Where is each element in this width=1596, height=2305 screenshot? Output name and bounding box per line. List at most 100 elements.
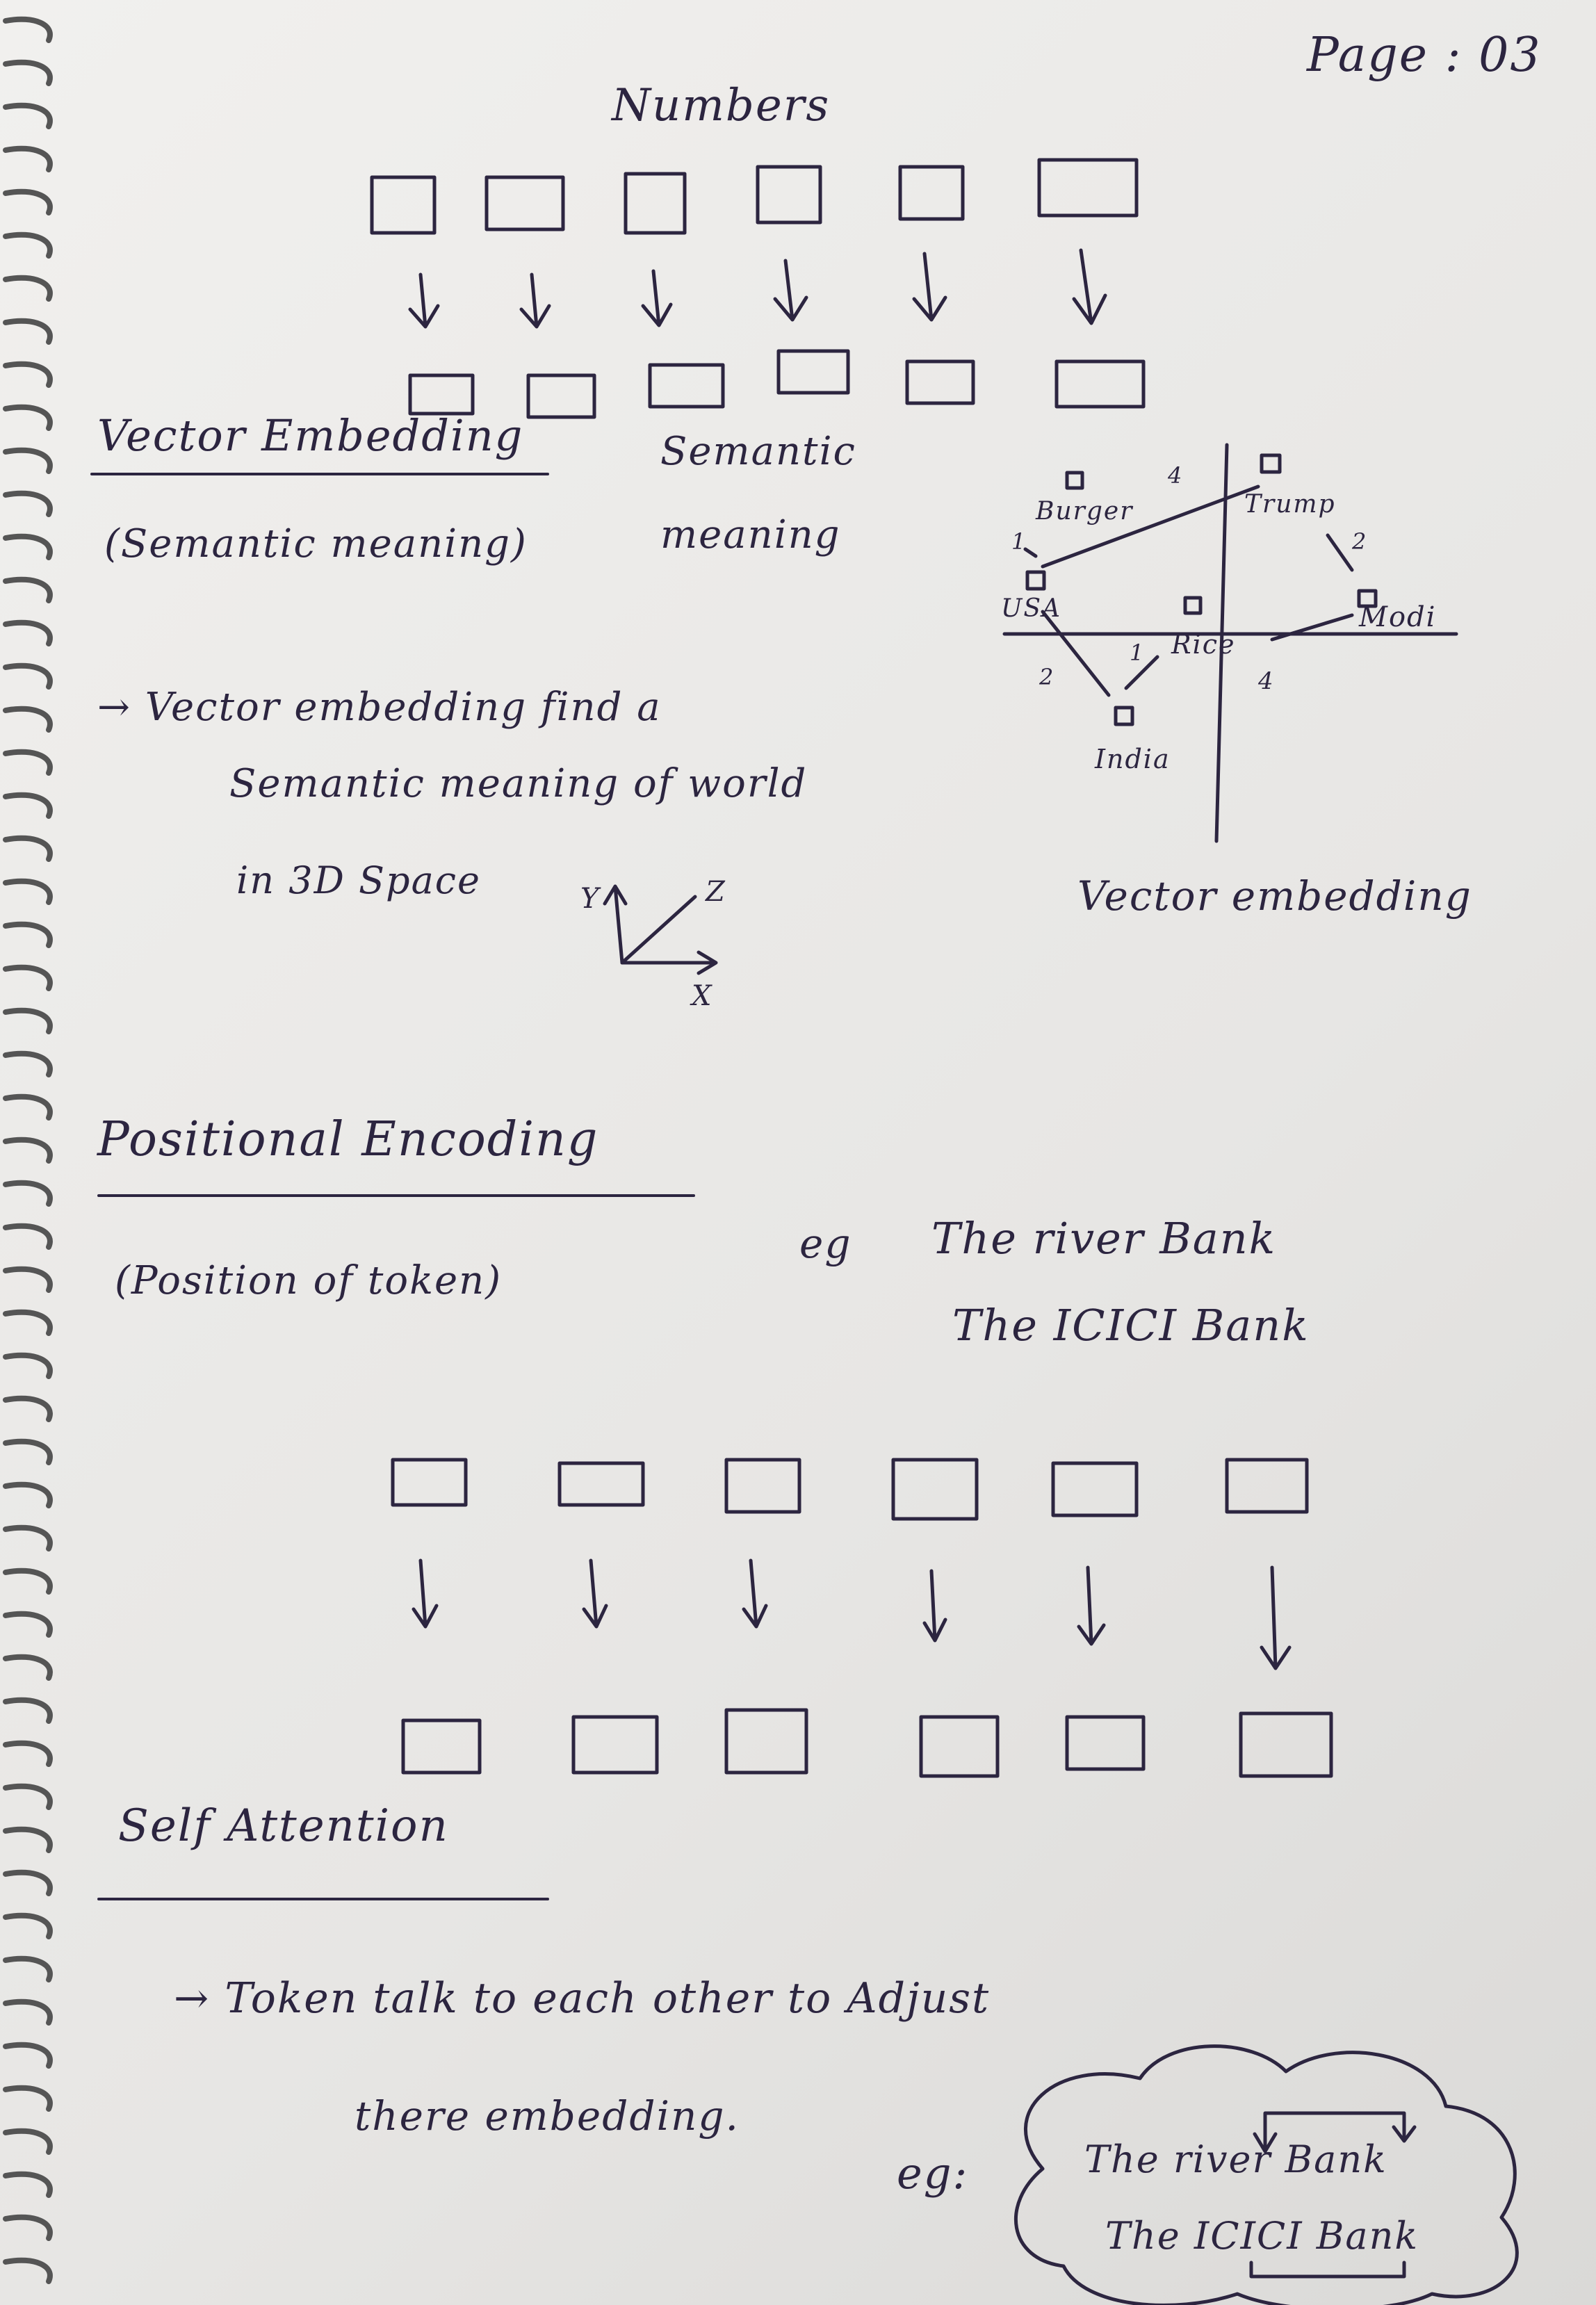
graph-usa-burger-link [1023, 547, 1038, 558]
vector-note-line1: → Vector embedding find a [97, 685, 662, 730]
token-box [724, 1458, 801, 1514]
axis-y-label: Y [580, 883, 601, 915]
spiral-ring [3, 1395, 53, 1422]
spiral-ring [3, 2128, 53, 2155]
vector-box [401, 1718, 482, 1775]
positional-bottom-row [401, 1708, 1333, 1778]
spiral-ring [3, 1309, 53, 1336]
vector-box [1065, 1715, 1146, 1771]
graph-usa-india-link [1041, 610, 1111, 697]
trump-point [1260, 453, 1282, 474]
spiral-ring [3, 1567, 53, 1595]
down-arrow [1260, 1565, 1292, 1670]
token-box [1051, 1461, 1139, 1517]
down-arrow [922, 1569, 947, 1643]
spiral-ring [3, 188, 53, 215]
burger-point [1065, 471, 1084, 490]
self-attention-heading: Self Attention [118, 1800, 449, 1852]
token-box [370, 175, 437, 235]
spiral-ring [3, 1438, 53, 1465]
positional-top-row [391, 1458, 1309, 1521]
token-box [484, 175, 565, 231]
graph-caption: Vector embedding [1077, 872, 1472, 920]
graph-burger-trump-link [1041, 484, 1260, 569]
vector-embedding-underline [90, 473, 549, 475]
vector-box [905, 359, 975, 405]
spiral-ring [3, 749, 53, 776]
vector-box [571, 1715, 659, 1775]
spiral-ring [3, 1998, 53, 2026]
vector-box [526, 373, 596, 419]
down-arrow [412, 1558, 439, 1629]
spiral-ring [3, 662, 53, 690]
spiral-ring [3, 1654, 53, 1681]
spiral-ring [3, 1697, 53, 1724]
numbers-bottom-row [408, 349, 1146, 419]
spiral-ring [3, 1223, 53, 1250]
graph-vertical-axis [1214, 443, 1229, 843]
spiral-ring [3, 1481, 53, 1508]
self-attention-note-line1: → Token talk to each other to Adjust [174, 1974, 991, 2023]
positional-encoding-underline [97, 1194, 695, 1197]
spiral-ring [3, 1050, 53, 1077]
spiral-ring [3, 361, 53, 388]
numbers-top-row [370, 158, 1139, 235]
token-box [391, 1458, 468, 1507]
axis-z-label: Z [706, 876, 726, 908]
vector-box [1054, 359, 1146, 409]
spiral-ring [3, 1524, 53, 1551]
graph-india-rice-link [1124, 655, 1159, 690]
spiral-ring [3, 1266, 53, 1293]
spiral-ring [3, 1783, 53, 1810]
graph-label-burger: Burger [1036, 497, 1134, 526]
graph-distance: 2 [1039, 664, 1055, 690]
spiral-ring [3, 1137, 53, 1164]
graph-rice-modi-link [1270, 613, 1354, 642]
spiral-ring [3, 792, 53, 819]
positional-encoding-heading: Positional Encoding [97, 1112, 599, 1167]
spiral-ring [3, 404, 53, 431]
down-arrow [408, 272, 440, 329]
vector-box [408, 373, 475, 416]
spiral-ring [3, 1007, 53, 1034]
spiral-ring [3, 533, 53, 560]
spiral-binding [3, 16, 53, 2284]
spiral-ring [3, 231, 53, 259]
spiral-ring [3, 447, 53, 474]
token-box [1037, 158, 1139, 218]
graph-trump-modi-link [1326, 533, 1354, 572]
usa-point [1025, 570, 1046, 591]
down-arrow [912, 252, 947, 322]
spiral-ring [3, 1955, 53, 1982]
cloud-example-line2: The ICICI Bank [1105, 2214, 1419, 2258]
page-number: Page : 03 [1307, 28, 1542, 83]
spiral-ring [3, 835, 53, 862]
3d-axes [603, 884, 718, 975]
graph-label-rice: Rice [1171, 629, 1236, 660]
self-attention-eg-label: eg: [897, 2148, 969, 2199]
spiral-ring [3, 1093, 53, 1121]
graph-label-usa: USA [1001, 594, 1061, 623]
spiral-ring [3, 964, 53, 991]
down-arrow [641, 269, 673, 327]
positional-eg-label: eg [799, 1220, 852, 1267]
spiral-ring [3, 145, 53, 172]
graph-distance: 4 [1168, 462, 1184, 489]
down-arrow [582, 1558, 608, 1629]
down-arrow [773, 259, 808, 322]
vector-box [1239, 1711, 1333, 1778]
graph-label-india: India [1095, 744, 1171, 774]
graph-label-modi: Modi [1359, 601, 1437, 633]
spiral-ring [3, 2214, 53, 2241]
spiral-ring [3, 576, 53, 603]
positional-example-line1: The river Bank [931, 1213, 1277, 1264]
spiral-ring [3, 2171, 53, 2198]
spiral-ring [3, 1912, 53, 1939]
spiral-ring [3, 706, 53, 733]
india-point [1114, 706, 1134, 726]
graph-distance: 2 [1352, 528, 1368, 555]
spiral-ring [3, 1611, 53, 1638]
example-cloud [1013, 2044, 1519, 2305]
numbers-arrows [408, 248, 1107, 329]
